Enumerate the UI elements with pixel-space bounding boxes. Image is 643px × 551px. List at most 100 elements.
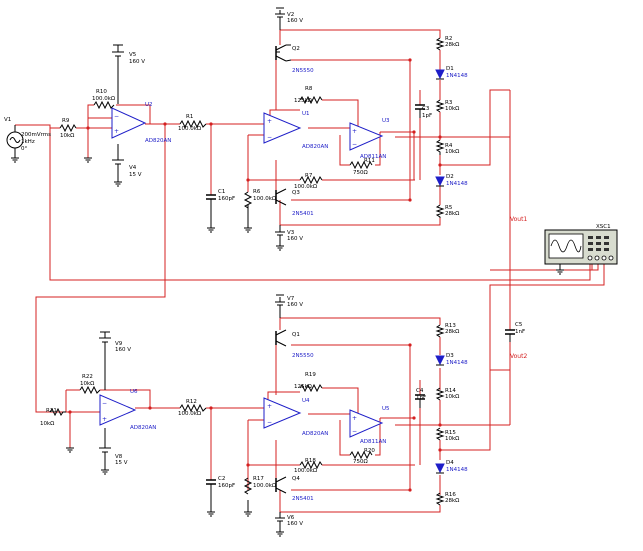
- svg-text:1N4148: 1N4148: [446, 181, 468, 187]
- svg-text:100.0kΩ: 100.0kΩ: [253, 196, 276, 202]
- svg-text:R8: R8: [305, 86, 313, 92]
- resistor-r5[interactable]: R5 28kΩ: [435, 204, 459, 218]
- resistor-r3[interactable]: R3 10kΩ: [435, 99, 459, 113]
- opamp-u1[interactable]: + − U1 AD820AN: [263, 111, 328, 150]
- svg-text:100.0kΩ: 100.0kΩ: [253, 483, 276, 489]
- oscilloscope-xsc1[interactable]: XSC1: [544, 224, 618, 265]
- svg-text:10kΩ: 10kΩ: [445, 394, 459, 400]
- resistor-r8[interactable]: R8 125kΩ: [294, 86, 323, 105]
- resistor-r14[interactable]: R14 10kΩ: [435, 387, 459, 401]
- svg-text:+: +: [267, 118, 272, 125]
- resistor-r12[interactable]: R12 100.0kΩ: [178, 399, 207, 417]
- svg-text:R21: R21: [46, 408, 57, 414]
- svg-text:10kΩ: 10kΩ: [445, 436, 459, 442]
- capacitor-c2[interactable]: C2 160pF: [206, 476, 235, 490]
- svg-text:28kΩ: 28kΩ: [445, 211, 459, 217]
- svg-text:R4: R4: [445, 143, 453, 149]
- source-v6[interactable]: V6 160 V: [275, 512, 303, 537]
- u4-value: AD820AN: [302, 431, 328, 437]
- svg-text:C2: C2: [218, 476, 225, 482]
- svg-text:28kΩ: 28kΩ: [445, 42, 459, 48]
- v1-frequency: 1kHz: [21, 139, 35, 145]
- transistor-q2[interactable]: Q2 2N5550: [275, 44, 314, 74]
- source-v8[interactable]: V8 15 V: [99, 428, 128, 475]
- svg-text:−: −: [267, 134, 272, 141]
- diode-d3[interactable]: D3 1N4148: [435, 353, 468, 366]
- opamp-u5[interactable]: + − U5 AD811AN: [349, 406, 390, 445]
- svg-text:R10: R10: [96, 89, 107, 95]
- resistor-r17[interactable]: R17 100.0kΩ: [243, 476, 276, 495]
- resistor-r18[interactable]: R18 100.0kΩ: [294, 458, 323, 474]
- svg-text:−: −: [352, 428, 357, 435]
- u4-ref: U4: [302, 398, 310, 404]
- resistor-r4[interactable]: R4 10kΩ: [435, 139, 459, 155]
- transistor-q3[interactable]: Q3 2N5401: [275, 188, 314, 217]
- svg-text:R11: R11: [364, 158, 375, 164]
- resistor-r22[interactable]: R22 10kΩ: [79, 374, 101, 395]
- svg-text:100.0kΩ: 100.0kΩ: [92, 96, 115, 102]
- source-v9[interactable]: V9 160 V: [99, 331, 131, 390]
- svg-text:10kΩ: 10kΩ: [40, 421, 54, 427]
- resistor-r7[interactable]: R7 100.0kΩ: [294, 173, 323, 190]
- resistor-r2[interactable]: R2 28kΩ: [435, 36, 459, 51]
- capacitor-c3[interactable]: C3 1pF: [415, 104, 432, 119]
- resistor-r10[interactable]: R10 100.0kΩ: [92, 89, 115, 110]
- capacitor-c4[interactable]: C4 1pF: [415, 388, 426, 408]
- svg-text:28kΩ: 28kΩ: [445, 329, 459, 335]
- source-v5[interactable]: V5 160 V: [112, 44, 145, 104]
- svg-text:R16: R16: [445, 492, 456, 498]
- diode-d4[interactable]: D4 1N4148: [435, 460, 468, 474]
- svg-text:R18: R18: [305, 458, 316, 464]
- svg-text:R1: R1: [186, 114, 193, 120]
- opamp-u6[interactable]: − + U6 AD820AN: [99, 389, 156, 431]
- svg-text:D1: D1: [446, 66, 454, 72]
- source-v4[interactable]: V4 15 V: [112, 144, 142, 187]
- resistor-r9[interactable]: R9 10kΩ: [59, 118, 77, 139]
- diode-d2[interactable]: D2 1N4148: [435, 174, 468, 187]
- resistor-r11[interactable]: R11 750Ω: [349, 158, 375, 176]
- svg-text:R2: R2: [445, 36, 452, 42]
- svg-text:125kΩ: 125kΩ: [294, 384, 312, 390]
- resistor-r16[interactable]: R16 28kΩ: [435, 492, 459, 506]
- v9-ref: V9: [115, 341, 123, 347]
- net-label-vout2: Vout2: [510, 353, 527, 360]
- u2-value: AD820AN: [145, 138, 171, 144]
- resistor-r6[interactable]: R6 100.0kΩ: [243, 189, 276, 209]
- svg-text:D4: D4: [446, 460, 454, 466]
- svg-text:R22: R22: [82, 374, 93, 380]
- svg-text:2N5550: 2N5550: [292, 68, 314, 74]
- u1-ref: U1: [302, 111, 310, 117]
- opamp-u2[interactable]: − + U2 AD820AN: [111, 102, 171, 144]
- resistor-r1[interactable]: R1 100.0kΩ: [178, 114, 207, 132]
- v5-ref: V5: [129, 52, 137, 58]
- resistor-r13[interactable]: R13 28kΩ: [435, 323, 459, 338]
- u5-ref: U5: [382, 406, 390, 412]
- capacitor-c1[interactable]: C1 160pF: [206, 189, 235, 205]
- u3-value: AD811AN: [360, 154, 386, 160]
- svg-text:1N4148: 1N4148: [446, 360, 468, 366]
- opamp-u3[interactable]: + − U3 AD811AN: [349, 118, 390, 160]
- resistor-r20[interactable]: R20 750Ω: [349, 448, 375, 465]
- svg-text:1N4148: 1N4148: [446, 467, 468, 473]
- svg-text:R7: R7: [305, 173, 313, 179]
- svg-text:R14: R14: [445, 388, 456, 394]
- svg-text:−: −: [267, 419, 272, 426]
- source-v7[interactable]: V7 160 V: [275, 294, 303, 318]
- transistor-q4[interactable]: Q4 2N5401: [275, 476, 314, 502]
- source-v1[interactable]: V1 200mVrms 1kHz 0°: [4, 117, 51, 163]
- opamp-u4[interactable]: + − U4 AD820AN: [263, 397, 328, 437]
- u6-ref: U6: [130, 389, 138, 395]
- svg-text:Q2: Q2: [292, 46, 300, 52]
- resistor-r21[interactable]: R21 10kΩ: [40, 407, 66, 427]
- capacitor-c5[interactable]: C5 1nF: [505, 322, 525, 342]
- source-v3[interactable]: V3 160 V: [275, 225, 303, 251]
- resistor-r19[interactable]: R19 125kΩ: [294, 372, 323, 393]
- resistor-r15[interactable]: R15 10kΩ: [435, 427, 459, 442]
- transistor-q1[interactable]: Q1 2N5550: [275, 329, 314, 359]
- v1-phase: 0°: [21, 146, 27, 152]
- v3-ref: V3: [287, 230, 295, 236]
- diode-d1[interactable]: D1 1N4148: [435, 66, 468, 80]
- source-v2[interactable]: V2 160 V: [275, 7, 303, 30]
- v2-value: 160 V: [287, 18, 303, 24]
